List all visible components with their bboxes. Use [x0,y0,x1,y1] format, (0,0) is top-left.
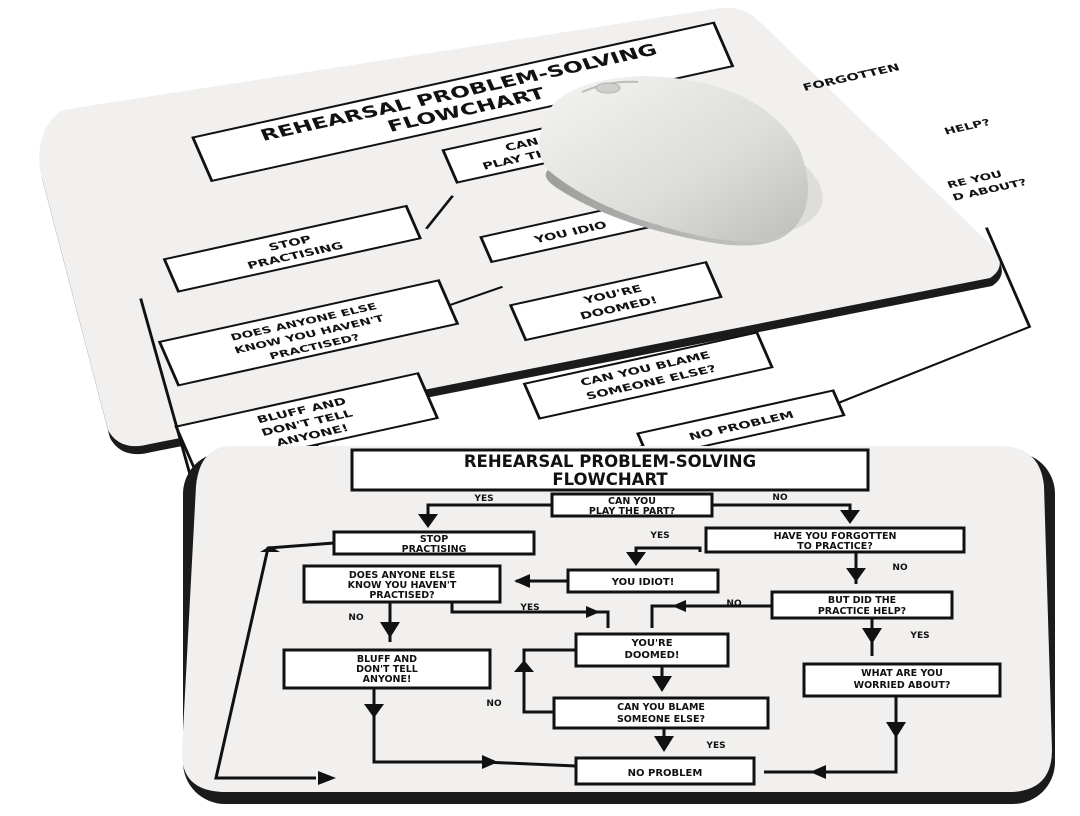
node-forgotten-l1: HAVE YOU FORGOTTEN [774,531,897,542]
arrow-right-icon [586,606,600,618]
arrow-left-icon [810,765,826,779]
node-anyone-else [302,564,502,604]
arrow-up-icon [514,660,534,672]
node-anyone-l1: DOES ANYONE ELSE [349,570,455,581]
label-no-help: NO [726,599,742,609]
node-can-you-play-l2: PLAY THE PART? [589,506,675,517]
arrow-right-icon [482,755,498,769]
node-forgotten [704,526,966,554]
node-can-you-play-l1: CAN YOU [608,496,656,507]
arrow-up-icon [260,546,280,552]
front-pad-flowchart: REHEARSAL PROBLEM-SOLVING FLOWCHART CAN … [214,448,1002,786]
node-worried-l2: WORRIED ABOUT? [854,680,951,691]
node-doomed-l1: YOU'RE [630,638,672,649]
node-bluff-l1: BLUFF AND [357,654,417,665]
node-stop-l2: PRACTISING [402,544,467,555]
arrow-down-icon [886,722,906,738]
label-no-forgotten: NO [892,563,908,573]
node-forgotten-l2: TO PRACTICE? [797,541,872,552]
node-anyone-l3: PRACTISED? [369,590,434,601]
flowchart-title-line1: REHEARSAL PROBLEM-SOLVING [464,452,756,471]
arrow-right-icon [318,771,336,785]
back-help-fragment: HELP? [942,116,992,136]
node-stop-l1: STOP [420,534,448,545]
label-yes-anyone: YES [519,603,539,613]
mouse-side [545,170,790,246]
computer-mouse [539,76,823,246]
mouse-body [539,76,808,242]
arrow-down-icon [840,510,860,524]
node-bluff [282,648,492,690]
arrow-down-icon [862,628,882,644]
edge-anyone-yes [450,602,610,628]
arrow-down-icon [654,736,674,752]
edge-stop-left-loop [214,541,335,780]
edge-blame-no-loop [522,648,576,714]
label-no-anyone: NO [348,613,364,623]
scroll-wheel-icon [595,82,621,94]
edge-help-no [650,604,772,628]
node-you-idiot-text: YOU IDIOT! [611,577,675,588]
node-bluff-l3: ANYONE! [363,674,412,685]
title-box [350,448,870,492]
label-yes-blame: YES [705,741,725,751]
label-no-play: NO [772,493,788,503]
arrow-down-icon [846,568,866,582]
flowchart-title-line2: FLOWCHART [552,470,668,489]
edge-bluff-to-noproblem [372,688,577,768]
node-bluff-l2: DON'T TELL [356,664,418,675]
label-yes-forgotten: YES [649,531,669,541]
arrow-down-icon [380,622,400,638]
node-worried-l1: WHAT ARE YOU [861,668,943,679]
front-mousepad: REHEARSAL PROBLEM-SOLVING FLOWCHART CAN … [181,446,1055,804]
label-yes-play: YES [473,494,493,504]
node-anyone-l2: KNOW YOU HAVEN'T [348,580,457,591]
arrow-down-icon [418,514,438,528]
label-yes-help: YES [909,631,929,641]
node-no-problem [574,756,756,786]
node-blame-l1: CAN YOU BLAME [617,702,705,713]
node-practice-help-l1: BUT DID THE [828,595,896,606]
arrow-down-icon [652,676,672,692]
node-no-problem-text: NO PROBLEM [628,768,703,779]
edge-worried-to-noproblem [764,696,898,774]
arrow-down-icon [626,552,646,566]
node-doomed-l2: DOOMED! [625,650,680,661]
node-blame-l2: SOMEONE ELSE? [617,714,705,725]
node-worried [802,662,1002,698]
arrow-left-icon [514,574,530,588]
arrow-down-icon [364,704,384,718]
arrow-left-icon [672,600,686,612]
label-no-blame: NO [486,699,502,709]
node-practice-help-l2: PRACTICE HELP? [818,606,906,617]
